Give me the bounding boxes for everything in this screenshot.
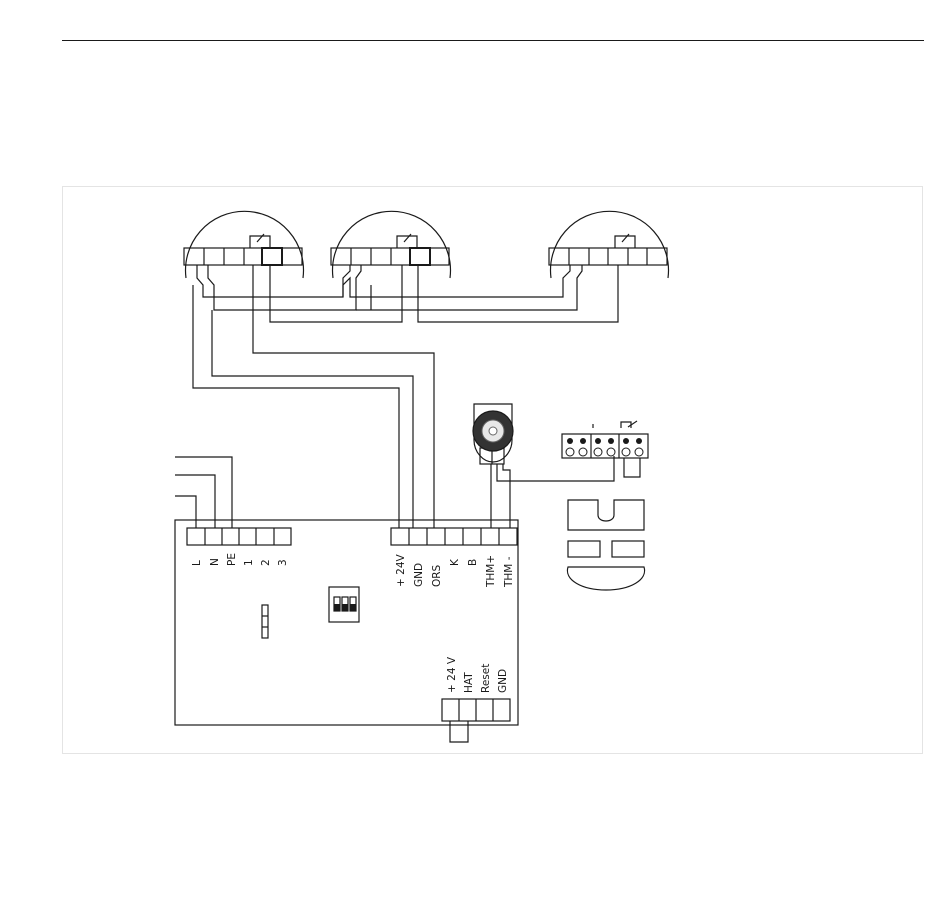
terminal-label-24v: + 24V [395, 554, 407, 587]
detector-loop-wires [197, 265, 618, 322]
terminal-label-l: L [191, 560, 203, 566]
terminal-label-2: 2 [260, 559, 272, 566]
terminal-label-3: 3 [277, 559, 289, 566]
terminal-label-hat: HAT [463, 672, 475, 693]
aux-terminal-labels: + 24 V HAT Reset GND [446, 656, 509, 693]
signal-terminal-strip [391, 528, 517, 545]
aux-terminal-strip [442, 699, 510, 742]
terminal-label-gnd: GND [413, 563, 425, 587]
signal-terminal-labels: + 24V GND ORS K B THM+ THM - [395, 554, 515, 588]
terminal-label-aux-24v: + 24 V [446, 656, 458, 693]
detector-base-2 [331, 211, 451, 278]
relay-terminal-block [562, 421, 648, 477]
mains-terminal-strip [187, 528, 291, 545]
terminal-label-thm-plus: THM+ [485, 555, 497, 588]
terminal-label-n: N [209, 558, 221, 566]
terminal-label-b: B [467, 559, 479, 566]
detector-base-1 [184, 211, 304, 278]
jumper [262, 605, 268, 638]
terminal-label-k: K [449, 558, 461, 566]
mounting-bracket [567, 500, 644, 590]
terminal-label-aux-gnd: GND [497, 669, 509, 693]
terminal-label-1: 1 [243, 559, 255, 566]
detector-base-3 [549, 211, 669, 278]
mains-supply-wires [175, 457, 232, 528]
relay-screw-heads [567, 438, 642, 444]
mains-terminal-labels: L N PE 1 2 3 [191, 553, 289, 566]
terminal-label-thm-minus: THM - [503, 556, 515, 588]
loop-to-control-wires [193, 265, 434, 528]
relay-screw-bodies [566, 448, 643, 456]
terminal-label-reset: Reset [480, 664, 492, 693]
terminal-label-pe: PE [226, 553, 238, 566]
terminal-label-ors: ORS [431, 564, 443, 587]
